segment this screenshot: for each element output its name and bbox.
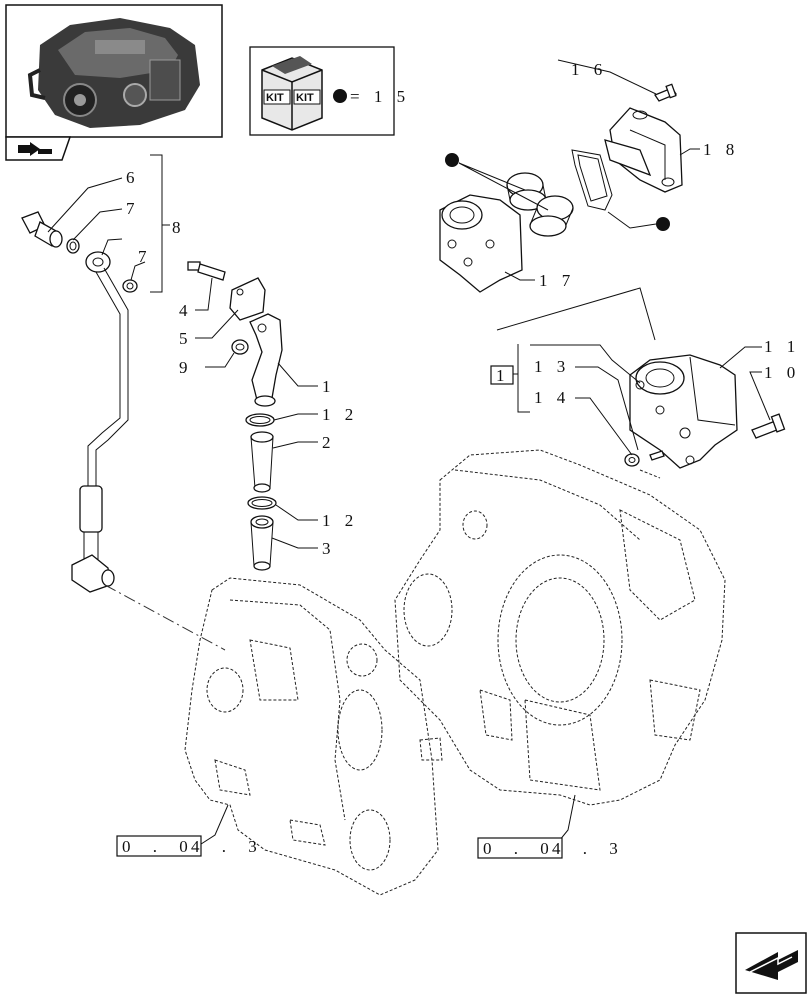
engine-thumbnail-icon: [27, 18, 200, 128]
callout-16[interactable]: 1 6: [571, 60, 607, 79]
dot-marker-icon: [333, 89, 347, 103]
callout-3[interactable]: 3: [322, 539, 336, 558]
washer-part-7b: [122, 279, 138, 293]
kit-legend-box: KIT KIT = 1 5: [249, 46, 410, 136]
bolt-part-4: [187, 261, 226, 281]
callout-11[interactable]: 1 1: [764, 337, 800, 356]
next-page-arrow-button[interactable]: [735, 932, 807, 994]
timing-housing-left: [184, 577, 443, 896]
callout-13[interactable]: 1 3: [534, 357, 570, 376]
next-page-arrow-icon: [745, 950, 798, 980]
kit-equals-text: = 1 5: [350, 87, 410, 106]
oil-filter-housing-group: [439, 83, 683, 293]
washer-part-7: [66, 238, 80, 254]
callout-4[interactable]: 4: [179, 301, 193, 320]
callout-8[interactable]: 8: [172, 218, 186, 237]
callout-12b[interactable]: 1 2: [322, 511, 358, 530]
callout-9[interactable]: 9: [179, 358, 193, 377]
kit-label-left: KIT: [266, 92, 284, 104]
callout-17[interactable]: 1 7: [539, 271, 575, 290]
group-reference-label: 1: [496, 366, 510, 385]
kit-box-icon: KIT KIT: [261, 56, 323, 131]
callout-10[interactable]: 1 0: [764, 363, 800, 382]
right-reference[interactable]: 0 . 0 4 . 3: [477, 837, 627, 859]
elbow-part-1: [249, 313, 283, 407]
left-ref-tail-text: 4 . 3: [191, 837, 266, 856]
cover-part-17: [439, 194, 523, 293]
tube-part-3: [250, 515, 274, 571]
bolt-part-10: [751, 413, 786, 439]
callout-7b[interactable]: 7: [138, 247, 152, 266]
flange-housing-part-18: [604, 107, 683, 193]
callout-18[interactable]: 1 8: [703, 140, 739, 159]
bracket-part-5: [229, 277, 266, 321]
group-reference-box[interactable]: 1: [490, 365, 514, 385]
banjo-bolt-part-6: [21, 211, 63, 248]
left-ref-box-text: 0 . 0: [122, 837, 197, 856]
engine-thumbnail[interactable]: [5, 4, 223, 161]
callout-2[interactable]: 2: [322, 433, 336, 452]
right-ref-box-text: 0 . 0: [483, 839, 558, 858]
left-reference[interactable]: 0 . 0 4 . 3: [116, 835, 266, 857]
tube-part-2: [250, 431, 274, 493]
callout-12a[interactable]: 1 2: [322, 405, 358, 424]
oil-cooler-module-part-11: [629, 354, 738, 469]
flywheel-housing-right: [394, 449, 726, 806]
callout-7[interactable]: 7: [126, 199, 140, 218]
sleeve-lower: [529, 195, 574, 237]
right-ref-tail-text: 4 . 3: [552, 839, 627, 858]
callout-5[interactable]: 5: [179, 329, 193, 348]
callout-1[interactable]: 1: [322, 377, 336, 396]
oil-pipe-part-8: [71, 251, 129, 593]
bolt-part-16: [654, 83, 677, 102]
callout-14[interactable]: 1 4: [534, 388, 570, 407]
kit-label-right: KIT: [296, 92, 314, 104]
callout-6[interactable]: 6: [126, 168, 140, 187]
oring-part-14: [624, 453, 640, 467]
oring-part-9: [231, 339, 249, 355]
bookmark-flag-icon: [18, 142, 52, 156]
